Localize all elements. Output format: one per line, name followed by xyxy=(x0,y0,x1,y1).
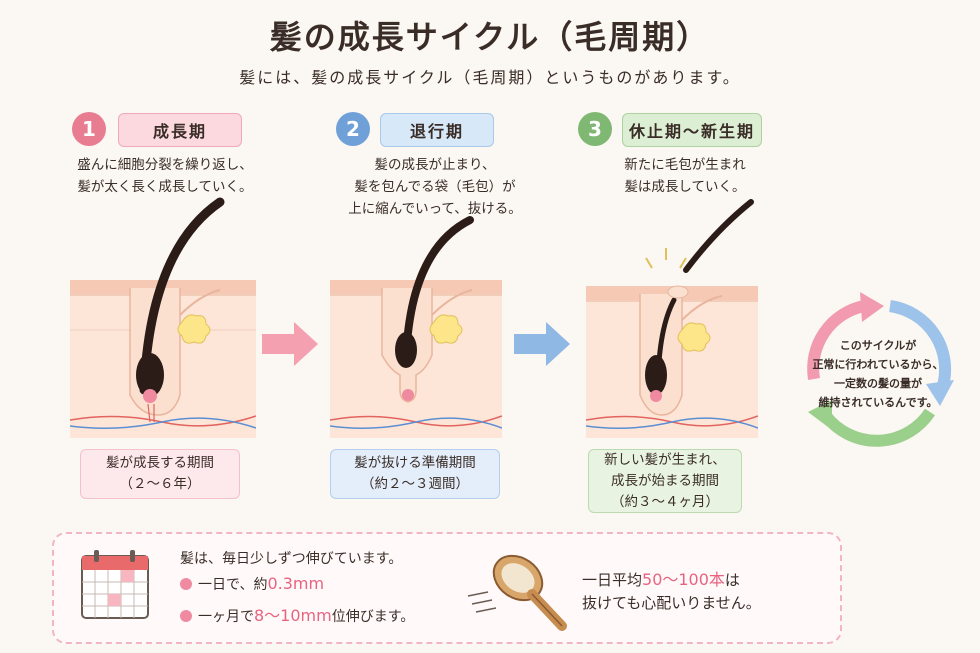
stage-2-period-box: 髪が抜ける準備期間（約２～３週間） xyxy=(330,449,500,499)
hairbrush-icon xyxy=(467,554,567,631)
stage-2-description: 髪の成長が止まり、髪を包んでる袋（毛包）が上に縮んでいって、抜ける。 xyxy=(348,157,522,217)
stage-2-number: 2 xyxy=(336,112,370,146)
arrow-right-icon xyxy=(514,322,570,366)
stage-1-number: 1 xyxy=(72,112,106,146)
stage-1-period-box: 髪が成長する期間（２～６年） xyxy=(80,449,240,499)
info-monthly-growth: 一ヶ月で8～10mm位伸びます。 xyxy=(180,602,414,626)
stage-3-hair-illustration xyxy=(586,199,758,438)
page-title: 髪の成長サイクル（毛周期） xyxy=(269,18,711,56)
stage-1-hair-illustration xyxy=(70,197,256,438)
stage-3-label: 休止期～新生期 xyxy=(622,113,762,147)
info-shedding-line1: 一日平均50～100本は xyxy=(582,570,740,589)
cycle-description: このサイクルが正常に行われているから、一定数の髪の量が維持されているんです。 xyxy=(812,339,944,409)
stage-3-number: 3 xyxy=(578,112,612,146)
info-heading: 髪は、毎日少しずつ伸びています。 xyxy=(180,551,403,567)
stage-1-description: 盛んに細胞分裂を繰り返し、髪が太く長く成長していく。 xyxy=(77,157,253,195)
stage-2-hair-illustration xyxy=(330,216,502,438)
stage-3-description: 新たに毛包が生まれ髪は成長していく。 xyxy=(624,157,746,195)
page-subtitle: 髪には、髪の成長サイクル（毛周期）というものがあります。 xyxy=(239,68,741,87)
calendar-icon xyxy=(81,550,149,619)
stage-1-label: 成長期 xyxy=(118,113,242,147)
info-shedding-line2: 抜けても心配いりません。 xyxy=(582,594,761,612)
cycle-arrows-icon xyxy=(807,292,954,447)
stage-2-label: 退行期 xyxy=(380,113,494,147)
info-daily-growth: 一日で、約0.3mm xyxy=(180,574,324,594)
arrow-right-icon xyxy=(262,322,318,366)
stage-3-period-box: 新しい髪が生まれ、成長が始まる期間（約３～４ヶ月） xyxy=(588,449,742,513)
